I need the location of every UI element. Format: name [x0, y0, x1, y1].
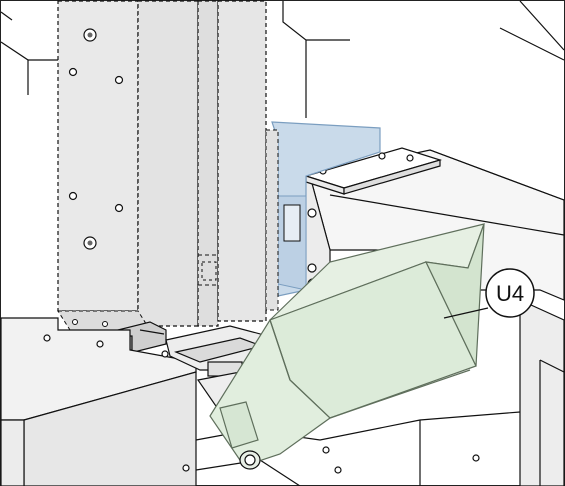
screw-head-icon [307, 263, 317, 273]
screw-head-icon [68, 67, 78, 77]
green-component-u4 [209, 223, 485, 470]
base-block [0, 317, 197, 486]
screw-head-icon [307, 208, 317, 218]
background-frame [0, 0, 565, 118]
blue-bracket [271, 121, 381, 297]
callout-leader-line [443, 307, 489, 319]
callout-u4: U4 [443, 268, 535, 319]
screw-head-icon [114, 203, 124, 213]
screw-head-icon [114, 75, 124, 85]
column-assembly [57, 0, 279, 331]
callout-label: U4 [496, 281, 524, 306]
callout-bubble [485, 268, 535, 318]
top-plate [303, 147, 443, 195]
screw-head-icon [68, 191, 78, 201]
